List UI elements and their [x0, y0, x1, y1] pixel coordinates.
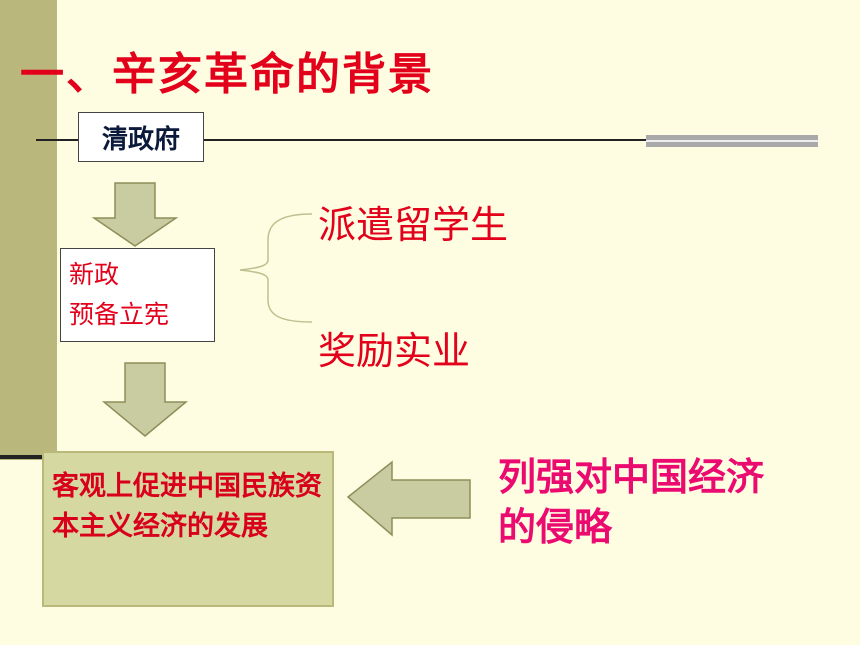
- decorative-grey-bar: [646, 135, 818, 147]
- left-accent-line: [0, 455, 57, 459]
- result-box: 客观上促进中国民族资本主义经济的发展: [42, 451, 334, 607]
- new-policy-line-2: 预备立宪: [69, 300, 170, 329]
- qing-government-box: 清政府: [78, 112, 204, 162]
- left-accent-bar: [0, 0, 57, 460]
- foreign-powers-text: 列强对中国经济的侵略: [498, 455, 765, 549]
- measure-reward-industry: 奖励实业: [318, 329, 471, 373]
- measure-study-abroad: 派遣留学生: [318, 203, 509, 247]
- horizontal-rule: [36, 139, 646, 141]
- new-policy-box: 新政 预备立宪: [60, 248, 215, 342]
- new-policy-line-1: 新政: [69, 260, 120, 289]
- slide-title: 一、辛亥革命的背景: [20, 49, 434, 100]
